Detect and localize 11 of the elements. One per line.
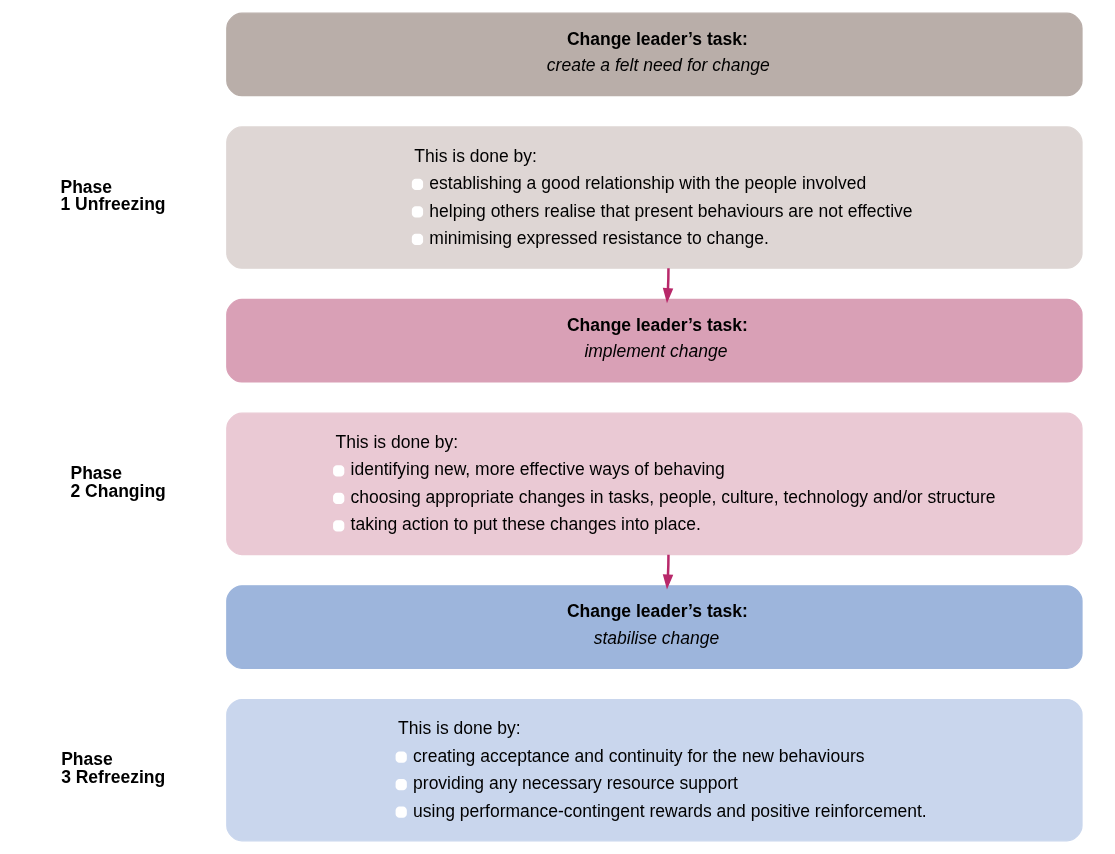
label: Phase 2 Changing — [70, 463, 166, 501]
node-box: Change leader’s task: implement change — [226, 298, 1083, 383]
label: Phase 1 Unfreezing — [60, 176, 166, 215]
node-box: This is done by: identifying new, more effective ways of behaving choosing appropriate changes in tasks, people, culture, technology and/or structure taking action to put these changes into place. — [226, 412, 1083, 556]
node-box: Change leader’s task: create a felt need for change — [226, 12, 1083, 97]
node-box: Change leader’s task: stabilise change — [226, 585, 1083, 669]
arrow — [662, 554, 674, 590]
label: Phase 3 Refreezing — [61, 749, 166, 787]
node-box: This is done by: establishing a good relationship with the people involved helping others realise that present behaviours are not effective minimising expressed resistance to change. — [226, 126, 1083, 269]
arrow — [662, 268, 674, 304]
node-box: This is done by: creating acceptance and continuity for the new behaviours providing any necessary resource support using performance-contingent rewards and positive reinforcement. — [226, 698, 1083, 842]
